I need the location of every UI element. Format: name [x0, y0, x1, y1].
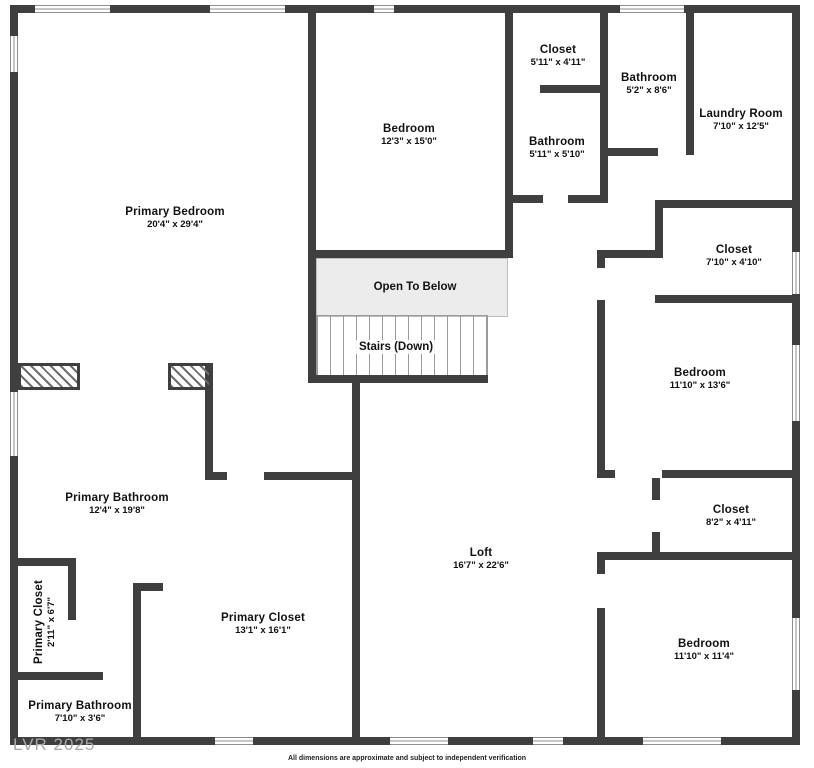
stairs-down-label: Stairs (Down) — [354, 340, 438, 354]
room-label-primary-bathroom-lower: Primary Bathroom 7'10" x 3'6" — [28, 700, 132, 724]
wall-bedroom-bottom-left-stub — [597, 560, 605, 574]
wall-bathroom-top-bottom — [608, 148, 658, 156]
wall-bathroom-mid-bottom-a — [513, 195, 543, 203]
window-right-2 — [792, 345, 800, 421]
room-label-bathroom-top: Bathroom 5'2" x 8'6" — [621, 72, 677, 96]
wall-loft-left-upper — [352, 383, 360, 480]
open-to-below-area — [316, 258, 508, 317]
room-label-primary-bathroom: Primary Bathroom 12'4" x 19'8" — [65, 492, 169, 516]
wall-primary-closet-left-stub — [133, 583, 163, 591]
wall-closet-top-bottom — [540, 85, 608, 93]
room-label-closet-right-lower: Closet 8'2" x 4'11" — [706, 504, 756, 528]
wall-bedroom-right-top — [597, 250, 663, 258]
window-top-1 — [35, 5, 110, 13]
disclaimer-text: All dimensions are approximate and subje… — [287, 755, 527, 762]
room-label-bathroom-mid: Bathroom 5'11" x 5'10" — [529, 136, 585, 160]
window-bottom-3 — [533, 737, 563, 745]
wall-primary-closet-top-b — [264, 472, 360, 480]
wall-closet-right-upper-bottom — [655, 295, 792, 303]
window-top-4 — [620, 5, 684, 13]
window-right-3 — [792, 618, 800, 690]
wall-primary-closet-small-top — [18, 558, 68, 566]
wall-closet-col-right — [600, 13, 608, 203]
wall-laundry-bottom — [655, 200, 792, 208]
window-bottom-1 — [215, 737, 253, 745]
room-label-laundry-room: Laundry Room 7'10" x 12'5" — [699, 108, 783, 132]
room-label-primary-bedroom: Primary Bedroom 20'4" x 29'4" — [125, 206, 225, 230]
wall-closet-vestibule-top-b — [662, 470, 792, 478]
window-left-2 — [10, 392, 18, 456]
hatched-builtin-right — [168, 363, 212, 390]
wall-outer-left — [10, 5, 18, 745]
wall-primary-bathroom-lower-top — [18, 672, 103, 680]
room-label-bedroom-right: Bedroom 11'10" x 13'6" — [669, 367, 731, 391]
window-right-1 — [792, 252, 800, 294]
room-label-bedroom-bottom-right: Bedroom 11'10" x 11'4" — [673, 638, 735, 662]
window-bottom-4 — [643, 737, 721, 745]
room-label-bedroom-top: Bedroom 12'3" x 15'0" — [381, 123, 437, 147]
hatched-builtin-left — [18, 363, 80, 390]
wall-primary-bathroom-right — [205, 363, 213, 480]
wall-bathroom-mid-bottom-b — [568, 195, 608, 203]
wall-bathroom-laundry-divider — [686, 13, 694, 155]
room-label-loft: Loft 16'7" x 22'6" — [453, 547, 509, 571]
room-label-closet-top: Closet 5'11" x 4'11" — [530, 44, 586, 68]
window-bottom-2 — [390, 737, 448, 745]
wall-primary-closet-left — [133, 583, 141, 737]
wall-primary-bedroom-right — [308, 13, 316, 383]
wall-stairs-bottom — [308, 375, 488, 383]
room-label-primary-closet: Primary Closet 13'1" x 16'1" — [221, 612, 305, 636]
open-to-below-label: Open To Below — [373, 281, 457, 293]
wall-primary-closet-small-right — [68, 558, 76, 620]
room-label-closet-right-upper: Closet 7'10" x 4'10" — [706, 244, 762, 268]
window-left-1 — [10, 36, 18, 72]
wall-closet-right-upper-left — [655, 208, 663, 258]
wall-bedroom-right-left-stub — [597, 258, 605, 268]
window-top-3 — [374, 5, 394, 13]
watermark: LVR 2025 — [13, 735, 96, 754]
wall-open-below-top — [308, 250, 513, 258]
wall-bedroom-right-left — [597, 300, 605, 478]
wall-outer-top — [10, 5, 800, 13]
wall-closet-right-lower-left-b — [652, 532, 660, 560]
wall-primary-closet-right — [352, 472, 360, 737]
wall-bedroom-bottom-top — [597, 552, 792, 560]
wall-bedroom-top-right — [505, 13, 513, 258]
room-label-primary-closet-small: Primary Closet 2'11" x 6'7" — [33, 580, 57, 664]
wall-primary-closet-top-a — [205, 472, 227, 480]
window-top-2 — [210, 5, 285, 13]
wall-bedroom-bottom-left — [597, 608, 605, 737]
wall-closet-right-lower-left-a — [652, 478, 660, 500]
wall-closet-vestibule-top-a — [597, 470, 615, 478]
